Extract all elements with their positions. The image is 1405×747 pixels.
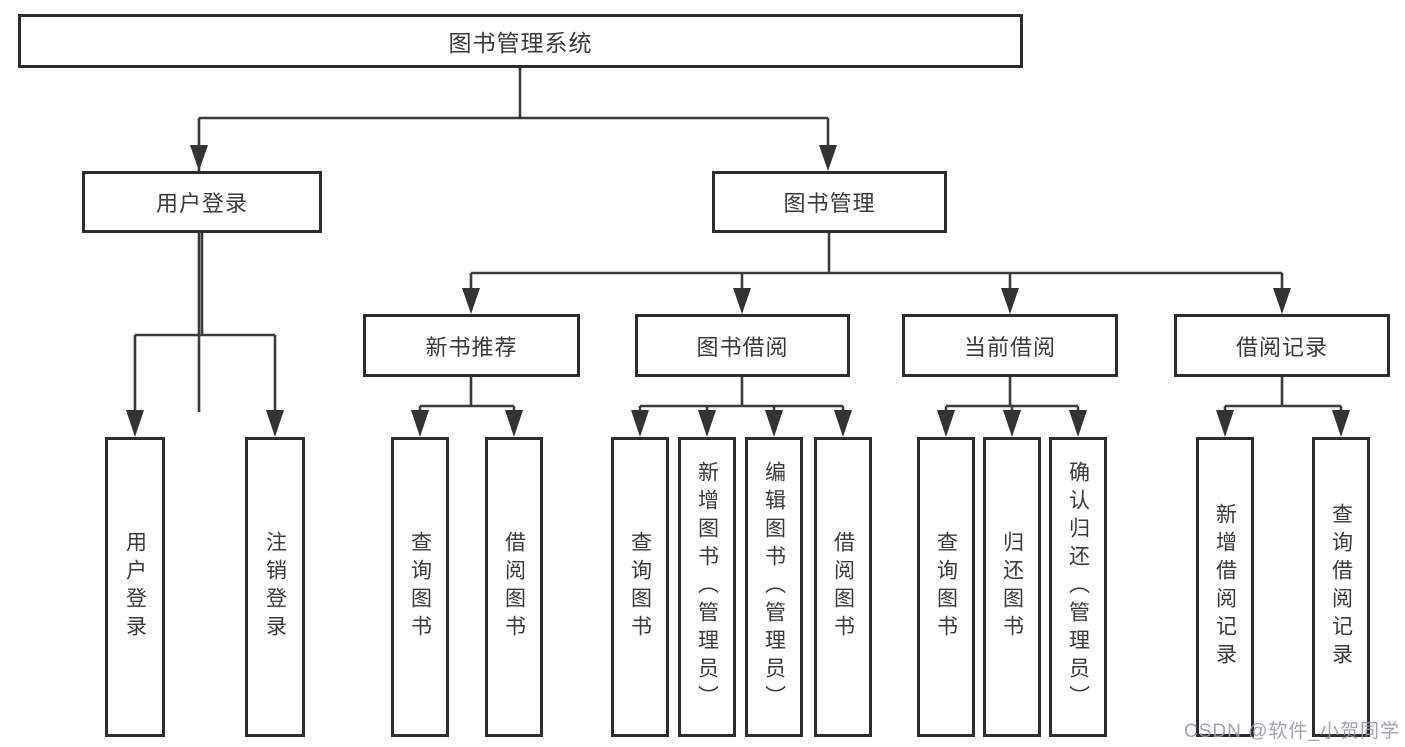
node-book-management: 图书管理 [712,171,947,233]
node-label: 借阅图书 [831,531,855,643]
node-label: 借阅图书 [502,531,526,643]
leaf-recommend-borrow-books: 借阅图书 [485,437,543,737]
node-book-borrowing: 图书借阅 [635,314,850,377]
node-label: 查询图书 [408,531,432,643]
node-label: 归还图书 [1000,531,1024,643]
leaf-borrowing-edit-books-admin: 编辑图书（管理员） [745,437,803,737]
node-label: 新书推荐 [425,334,518,360]
node-label: 借阅记录 [1235,334,1328,360]
node-label: 编辑图书（管理员） [762,461,786,713]
leaf-current-return-books: 归还图书 [983,437,1041,737]
leaf-records-add-borrow-record: 新增借阅记录 [1196,437,1254,737]
node-user-login: 用户登录 [82,171,322,233]
node-label: 注销登录 [263,531,287,643]
node-label: 用户登录 [123,531,147,643]
leaf-logout-login: 注销登录 [245,437,305,737]
node-borrowing-records: 借阅记录 [1174,314,1390,377]
leaf-current-confirm-return-admin: 确认归还（管理员） [1049,437,1107,737]
node-label: 新增借阅记录 [1213,503,1237,671]
node-new-book-recommendation: 新书推荐 [363,314,580,377]
leaf-user-login: 用户登录 [105,437,165,737]
connector-arrowheads [126,145,1350,437]
node-label: 图书管理系统 [448,30,593,56]
node-label: 查询借阅记录 [1329,503,1353,671]
csdn-watermark: CSDN @软件_小贺同学 [1184,721,1400,742]
node-current-borrowing: 当前借阅 [902,314,1118,377]
node-label: 图书借阅 [696,334,789,360]
node-library-management-system: 图书管理系统 [18,14,1023,68]
leaf-current-query-books: 查询图书 [917,437,975,737]
node-label: 查询图书 [628,531,652,643]
connector-lines [133,68,1343,412]
node-label: 确认归还（管理员） [1066,461,1090,713]
leaf-borrowing-query-books: 查询图书 [611,437,669,737]
leaf-records-query-borrow-record: 查询借阅记录 [1312,437,1370,737]
node-label: 当前借阅 [963,334,1056,360]
leaf-borrowing-add-books-admin: 新增图书（管理员） [678,437,736,737]
leaf-recommend-query-books: 查询图书 [391,437,449,737]
node-label: 用户登录 [155,191,248,216]
node-label: 查询图书 [934,531,958,643]
node-label: 新增图书（管理员） [695,461,719,713]
leaf-borrowing-borrow-books: 借阅图书 [814,437,872,737]
node-label: 图书管理 [783,191,876,216]
